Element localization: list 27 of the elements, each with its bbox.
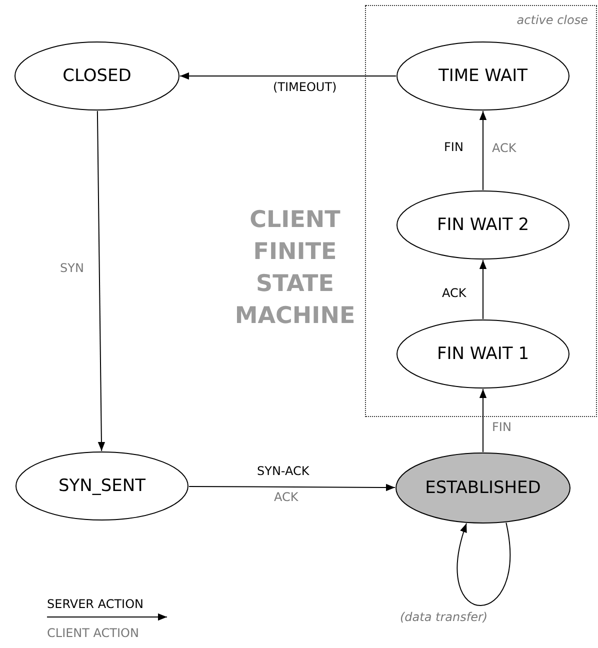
transition-arrow [479,260,487,320]
group-title: active close [516,13,588,27]
diagram-title: CLIENT FINITE STATE MACHINE [234,206,356,331]
transition-arrow [456,522,510,606]
transition-arrow [180,72,396,80]
edge-label: (data transfer) [400,610,488,624]
transition-arrow [479,388,487,452]
state-name: TIME WAIT [438,66,528,86]
transition-arrow [188,484,396,492]
legend-label: CLIENT ACTION [47,626,139,640]
state-name: SYN_SENT [58,476,146,496]
action-label: ACK [492,141,516,155]
legend-label: SERVER ACTION [47,597,144,611]
action-label: FIN [492,420,512,434]
action-label: ACK [274,490,298,504]
transition-arrow [479,110,487,190]
action-label: SYN [60,261,84,275]
edge-label: SYN-ACK [257,464,310,478]
group-frame [365,5,597,417]
state-name: FIN WAIT 2 [436,215,530,235]
edge-label: FIN [444,140,464,154]
edge-label: ACK [442,286,466,300]
state-name: CLOSED [62,66,132,86]
state-name: FIN WAIT 1 [436,344,530,364]
transition-arrow [96,110,106,452]
edge-label: (TIMEOUT) [273,80,337,94]
state-name: ESTABLISHED [425,478,541,498]
